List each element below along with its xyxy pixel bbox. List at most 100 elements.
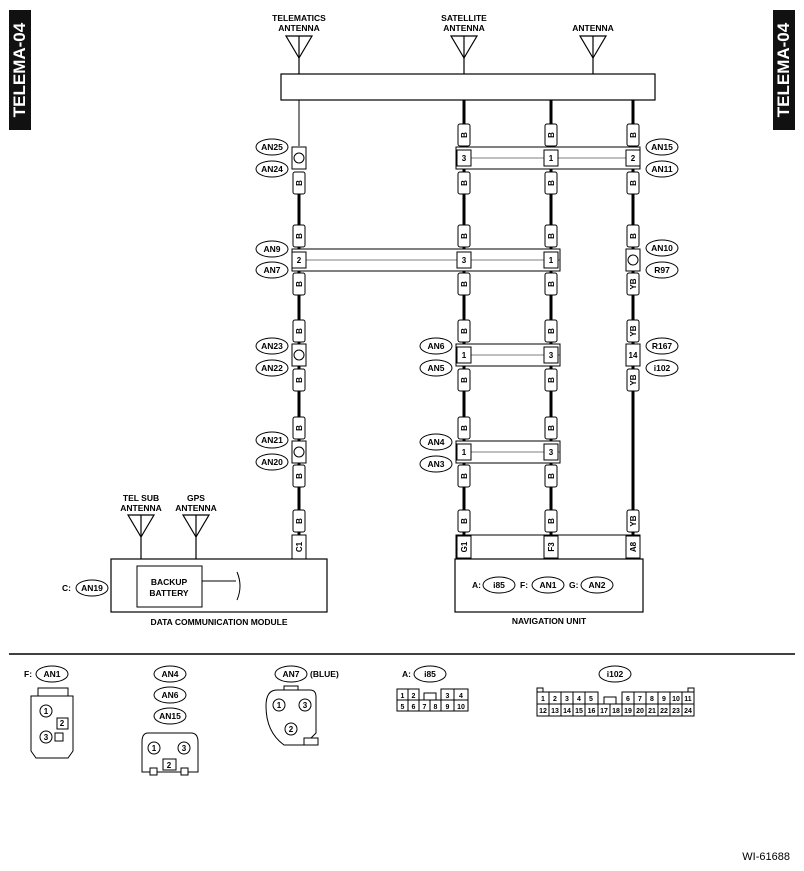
svg-text:B: B: [460, 132, 469, 138]
svg-text:A:: A:: [402, 669, 411, 679]
svg-text:ANTENNA: ANTENNA: [572, 23, 614, 33]
svg-text:3: 3: [446, 693, 450, 700]
label-nav-an2: AN2: [580, 576, 614, 594]
svg-text:AN7: AN7: [263, 265, 280, 275]
svg-text:6: 6: [412, 704, 416, 711]
svg-text:G:: G:: [569, 580, 579, 590]
svg-text:AN20: AN20: [261, 457, 283, 467]
svg-text:YB: YB: [629, 515, 638, 526]
svg-text:B: B: [460, 281, 469, 287]
svg-text:B: B: [460, 518, 469, 524]
label-an4: AN4: [419, 433, 453, 451]
svg-text:4: 4: [577, 696, 581, 703]
svg-text:AN24: AN24: [261, 164, 283, 174]
svg-text:AN25: AN25: [261, 142, 283, 152]
svg-text:3: 3: [549, 448, 554, 457]
svg-text:B: B: [547, 473, 556, 479]
svg-text:B: B: [629, 180, 638, 186]
svg-text:14: 14: [563, 708, 571, 715]
svg-text:24: 24: [684, 708, 692, 715]
svg-text:B: B: [460, 233, 469, 239]
svg-text:2: 2: [167, 761, 172, 770]
label-an5: AN5: [419, 359, 453, 377]
legend-an7: AN7 (BLUE) 1 3 2: [265, 665, 339, 746]
svg-text:1: 1: [541, 696, 545, 703]
label-an22: AN22: [255, 359, 289, 377]
svg-text:1: 1: [277, 701, 282, 710]
legend-i102: i102 1 2 3 4 5 6 7 8 9 10 11: [536, 665, 695, 717]
svg-text:BATTERY: BATTERY: [149, 588, 189, 598]
svg-text:7: 7: [423, 704, 427, 711]
svg-text:2: 2: [60, 719, 65, 728]
label-an3: AN3: [419, 455, 453, 473]
svg-text:AN11: AN11: [651, 164, 673, 174]
label-an21: AN21: [255, 431, 289, 449]
label-an11: AN11: [645, 160, 679, 178]
svg-text:B: B: [629, 132, 638, 138]
svg-text:B: B: [547, 425, 556, 431]
svg-text:B: B: [295, 233, 304, 239]
svg-text:B: B: [547, 328, 556, 334]
svg-text:3: 3: [565, 696, 569, 703]
section-tab-right: TELEMA-04: [773, 10, 795, 130]
legend-i85: A: i85 1 2 3 4 5 6 7 8 9 10: [396, 665, 469, 712]
label-an23: AN23: [255, 337, 289, 355]
svg-text:AN15: AN15: [651, 142, 673, 152]
svg-text:7: 7: [638, 696, 642, 703]
svg-text:NAVIGATION UNIT: NAVIGATION UNIT: [512, 616, 587, 626]
svg-text:8: 8: [434, 704, 438, 711]
svg-text:B: B: [547, 132, 556, 138]
svg-text:1: 1: [462, 351, 467, 360]
svg-text:B: B: [547, 233, 556, 239]
svg-text:16: 16: [588, 708, 596, 715]
navigation-unit: A: i85 F: AN1 G: AN2 NAVIGATION UNIT: [454, 558, 644, 626]
label-an15: AN15: [645, 138, 679, 156]
connector-r167-i102: [625, 343, 641, 367]
svg-text:(BLUE): (BLUE): [310, 669, 339, 679]
svg-text:F:: F:: [520, 580, 528, 590]
svg-text:2: 2: [553, 696, 557, 703]
label-an6: AN6: [419, 337, 453, 355]
svg-text:13: 13: [551, 708, 559, 715]
svg-text:C:: C:: [62, 583, 71, 593]
svg-text:2: 2: [412, 693, 416, 700]
svg-text:1: 1: [152, 744, 157, 753]
svg-text:i85: i85: [424, 669, 436, 679]
svg-text:A8: A8: [629, 541, 638, 552]
figure-code: WI-61688: [742, 851, 790, 863]
svg-text:22: 22: [660, 708, 668, 715]
svg-text:12: 12: [539, 708, 547, 715]
svg-text:15: 15: [575, 708, 583, 715]
svg-text:AN21: AN21: [261, 435, 283, 445]
svg-text:ANTENNA: ANTENNA: [443, 23, 485, 33]
svg-text:AN9: AN9: [263, 244, 280, 254]
antenna: ANTENNA: [572, 23, 614, 74]
svg-text:2: 2: [289, 725, 294, 734]
svg-text:2: 2: [631, 154, 636, 163]
svg-text:SATELLITE: SATELLITE: [441, 13, 487, 23]
label-an10: AN10: [645, 239, 679, 257]
svg-text:B: B: [295, 473, 304, 479]
data-communication-module: TEL SUB ANTENNA GPS ANTENNA BACKUP BATTE…: [62, 493, 328, 627]
svg-text:B: B: [295, 180, 304, 186]
svg-text:AN23: AN23: [261, 341, 283, 351]
svg-text:AN2: AN2: [588, 580, 605, 590]
satellite-antenna: SATELLITE ANTENNA: [441, 13, 487, 74]
svg-text:AN5: AN5: [427, 363, 444, 373]
svg-text:ANTENNA: ANTENNA: [175, 503, 217, 513]
svg-text:i85: i85: [493, 580, 505, 590]
svg-text:B: B: [295, 328, 304, 334]
svg-text:R97: R97: [654, 265, 670, 275]
svg-text:3: 3: [182, 744, 187, 753]
svg-text:AN6: AN6: [161, 690, 178, 700]
svg-text:20: 20: [636, 708, 644, 715]
svg-text:AN4: AN4: [161, 669, 178, 679]
svg-text:A:: A:: [472, 580, 481, 590]
svg-text:5: 5: [589, 696, 593, 703]
svg-text:F:: F:: [24, 669, 32, 679]
telematics-antenna: TELEMATICS ANTENNA: [272, 13, 326, 74]
svg-text:B: B: [295, 518, 304, 524]
svg-text:AN6: AN6: [427, 341, 444, 351]
label-an9: AN9: [255, 240, 289, 258]
svg-text:B: B: [547, 281, 556, 287]
